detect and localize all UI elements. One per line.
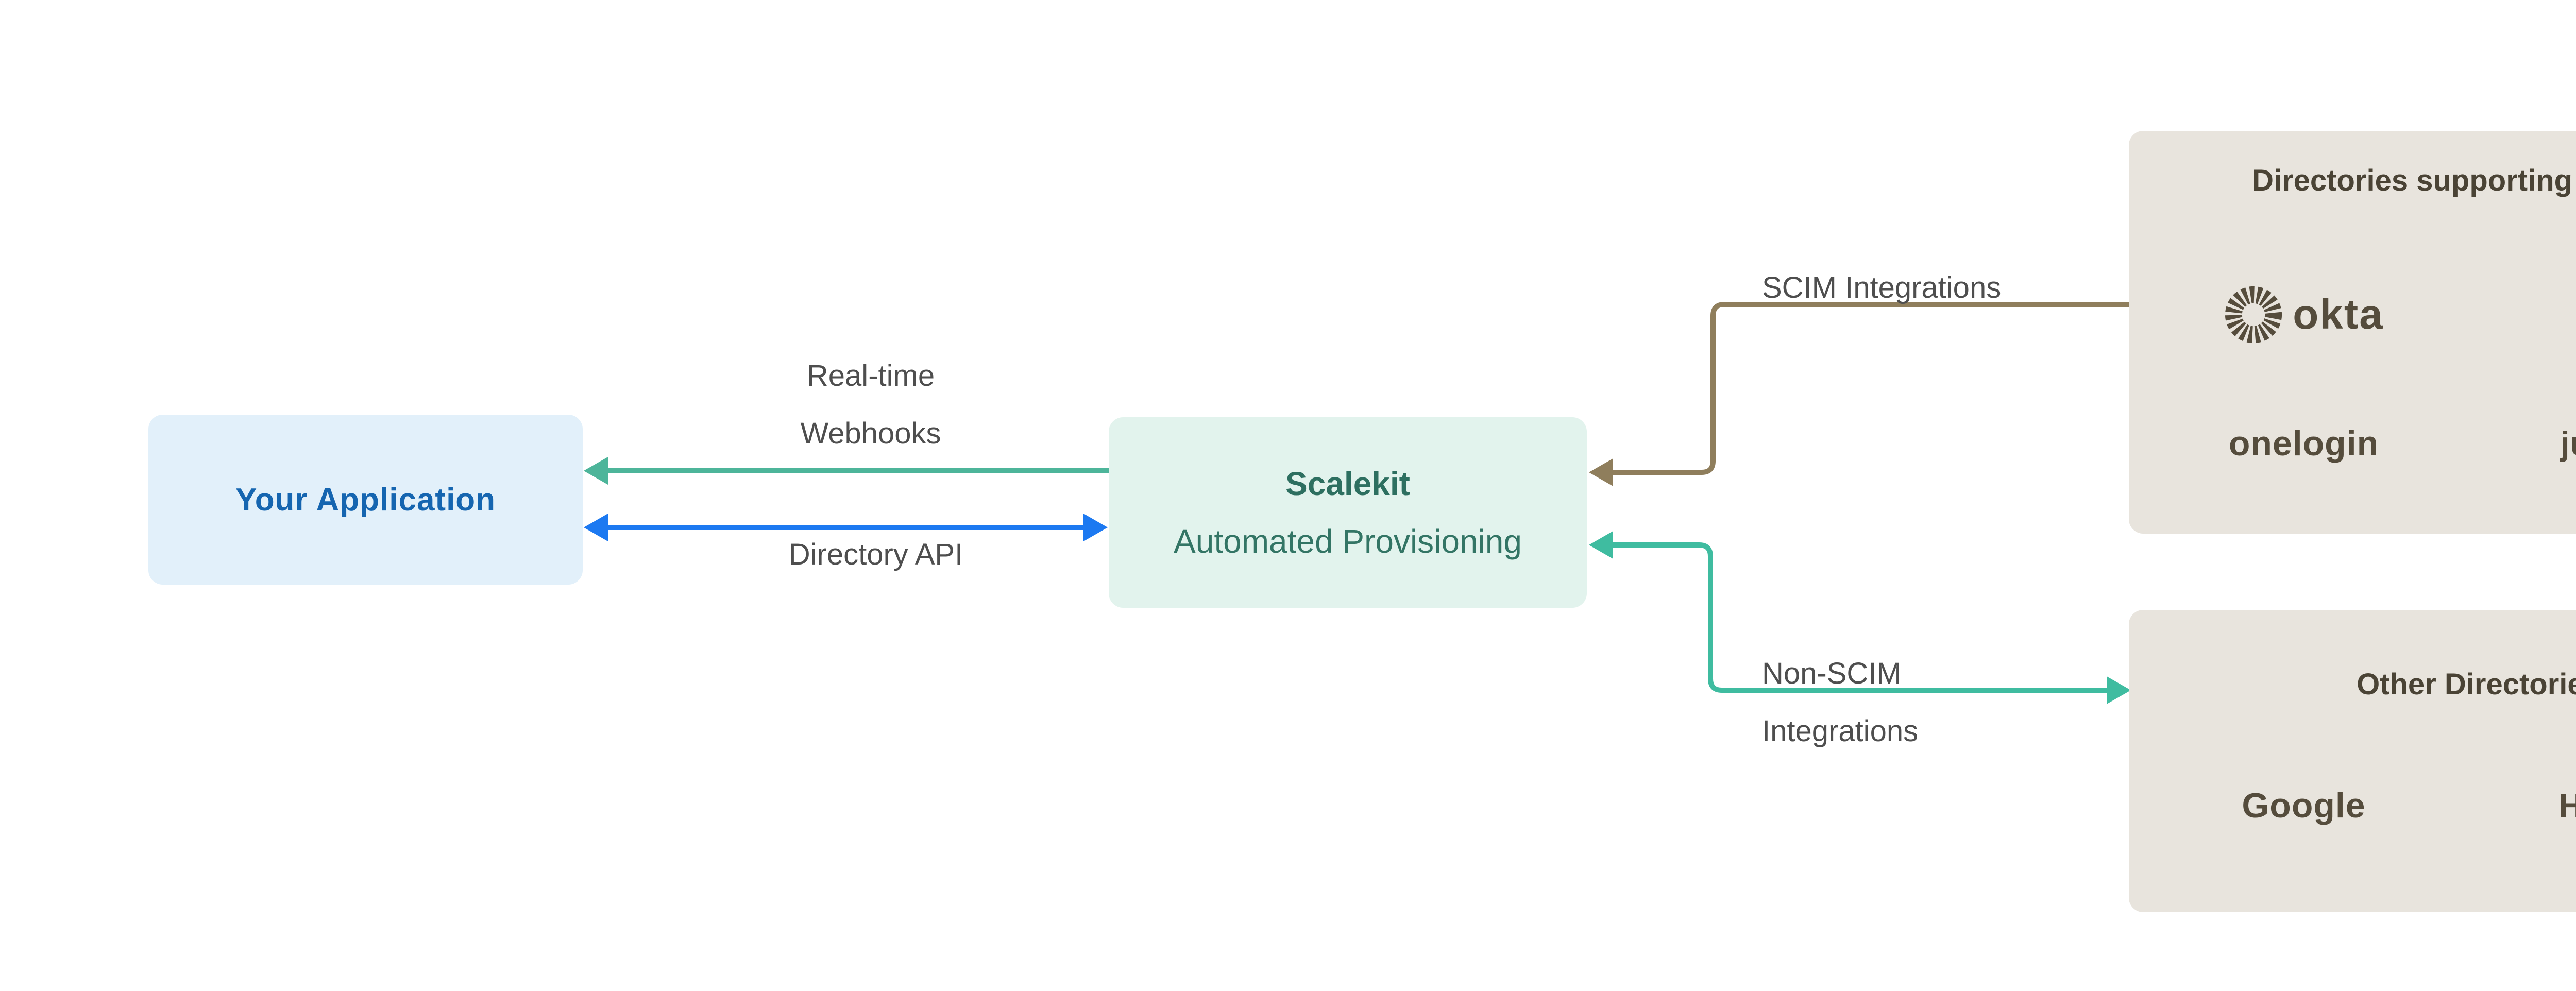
scim-directories-logo-grid: okta Azure onelogin jumpcloud ™ bbox=[2129, 250, 2576, 508]
scalekit-subtitle: Automated Provisioning bbox=[1174, 523, 1522, 560]
scim-edge-label: SCIM Integrations bbox=[1762, 271, 2002, 304]
non-scim-edge-label-line1: Non-SCIM bbox=[1762, 657, 1902, 690]
okta-sunburst-icon bbox=[2225, 286, 2282, 344]
non-scim-edge-label: Non-SCIM Integrations bbox=[1762, 645, 1918, 760]
webhooks-arrowhead-left bbox=[584, 457, 608, 485]
scim-edge-line bbox=[1612, 302, 2131, 475]
your-application-node: Your Application bbox=[148, 415, 583, 585]
non-scim-arrowhead-left bbox=[1589, 531, 1613, 559]
webhooks-edge-label: Real-time Webhooks bbox=[716, 347, 1025, 463]
other-directories-title: Other Directories bbox=[2357, 668, 2576, 701]
scalekit-title: Scalekit bbox=[1285, 465, 1410, 502]
onelogin-logo: onelogin bbox=[2129, 379, 2479, 508]
directory-api-arrowhead-left bbox=[584, 514, 608, 541]
okta-logo: okta bbox=[2129, 250, 2479, 379]
other-directories-logo-row: Google HRMS/HRIS bbox=[2129, 733, 2576, 878]
azure-logo: Azure bbox=[2479, 250, 2576, 379]
non-scim-edge-line bbox=[1612, 542, 2108, 693]
hrms-hris-wordmark: HRMS/HRIS bbox=[2558, 787, 2576, 824]
directory-api-arrowhead-right bbox=[1083, 514, 1108, 541]
google-logo: Google bbox=[2129, 733, 2479, 878]
scim-arrowhead-left bbox=[1589, 458, 1613, 486]
scim-directories-title: Directories supporting SCIM 2.0 bbox=[2252, 164, 2576, 197]
non-scim-edge-label-line2: Integrations bbox=[1762, 714, 1919, 748]
jumpcloud-logo: jumpcloud ™ bbox=[2479, 379, 2576, 508]
scalekit-node: Scalekit Automated Provisioning bbox=[1109, 417, 1587, 608]
your-application-label: Your Application bbox=[235, 482, 496, 518]
other-directories-node: Other Directories Google HRMS/HRIS bbox=[2129, 610, 2576, 912]
google-wordmark: Google bbox=[2242, 786, 2366, 825]
scim-directories-node: Directories supporting SCIM 2.0 okta Azu… bbox=[2129, 131, 2576, 534]
webhooks-edge-label-line1: Real-time bbox=[806, 359, 935, 392]
hrms-hris-logo: HRMS/HRIS bbox=[2479, 733, 2576, 878]
non-scim-arrowhead-right bbox=[2107, 676, 2131, 704]
jumpcloud-wordmark: jumpcloud bbox=[2560, 425, 2576, 462]
webhooks-edge-label-line2: Webhooks bbox=[800, 417, 941, 450]
onelogin-wordmark: onelogin bbox=[2228, 424, 2379, 463]
okta-wordmark: okta bbox=[2293, 291, 2384, 338]
directory-api-edge-label: Directory API bbox=[788, 538, 963, 571]
